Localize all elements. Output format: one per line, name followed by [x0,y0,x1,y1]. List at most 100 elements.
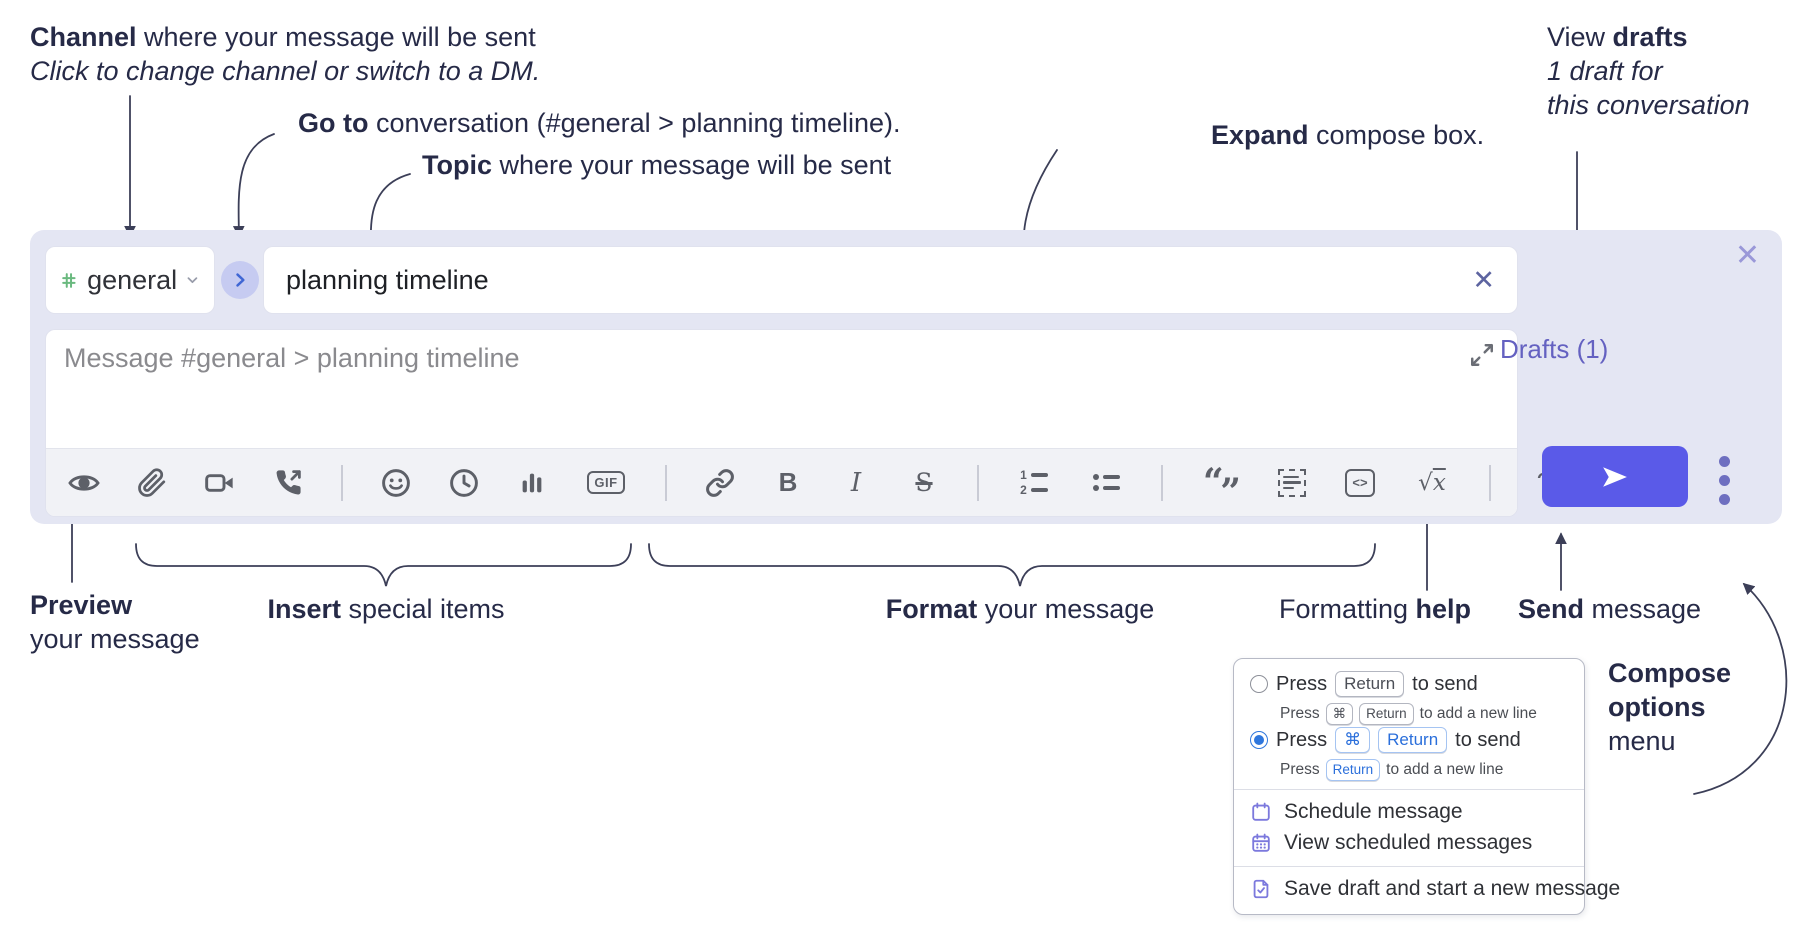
return-key: Return [1378,727,1448,753]
channel-annotation-bold: Channel [30,22,137,52]
schedule-message-item[interactable]: Schedule message [1250,800,1463,824]
goto-conversation-button[interactable] [221,261,259,299]
formatting-help-annotation-pre: Formatting [1279,594,1416,624]
gif-icon[interactable]: GIF [584,467,628,499]
radio-unselected-icon[interactable] [1250,675,1268,693]
format-brace [648,543,1376,587]
math-icon[interactable]: √x [1412,467,1452,499]
compose-options-line3: menu [1608,726,1676,756]
spoiler-icon[interactable] [1276,467,1308,499]
numbered-list-icon[interactable]: 1 2 [1016,467,1052,499]
voice-call-icon[interactable] [272,467,304,499]
option1-subtext: Press ⌘ Return to add a new line [1280,703,1537,725]
chevron-down-icon [187,277,198,284]
toolbar-divider [1489,464,1491,501]
message-textarea[interactable]: Message #general > planning timeline [46,330,1551,516]
quote-close-glyph: ” [1220,470,1241,513]
expand-compose-icon[interactable] [1469,342,1495,373]
video-call-icon[interactable] [204,467,236,499]
close-compose-icon[interactable]: ✕ [1734,239,1760,272]
poll-icon[interactable] [516,467,548,499]
view-scheduled-messages-item[interactable]: View scheduled messages [1250,831,1532,855]
send-annotation-bold: Send [1518,594,1585,624]
send-shortcut-option-cmd-enter[interactable]: Press ⌘ Return to send [1250,727,1521,753]
format-annotation-rest: your message [977,594,1155,624]
preview-annotation: Preview your message [30,588,200,656]
drafts-annotation-line3: this conversation [1547,90,1750,120]
code-icon[interactable]: <> [1344,467,1376,499]
attach-file-icon[interactable] [136,467,168,499]
message-placeholder: Message #general > planning timeline [64,343,520,373]
drafts-annotation-pre: View [1547,22,1613,52]
compose-options-line2: options [1608,692,1706,722]
radio-selected-icon[interactable] [1250,731,1268,749]
send-plane-icon [1603,466,1627,487]
channel-annotation-subtitle: Click to change channel or switch to a D… [30,56,541,86]
italic-icon[interactable]: I [850,467,862,498]
topic-value: planning timeline [286,264,489,295]
preview-annotation-line2: your message [30,624,200,654]
emoji-icon[interactable] [380,467,412,499]
option1-suffix: to send [1412,672,1478,695]
compose-options-line1: Compose [1608,658,1732,688]
format-annotation: Format your message [886,592,1155,626]
strikethrough-icon[interactable]: S [915,468,933,497]
cmd-key: ⌘ [1325,703,1354,725]
send-annotation-rest: message [1584,594,1702,624]
format-annotation-bold: Format [885,594,978,624]
goto-annotation-rest: conversation (#general > planning timeli… [368,108,901,138]
topic-input[interactable]: planning timeline ✕ [264,247,1517,313]
math-x-glyph: x [1432,469,1446,496]
compose-toolbar: GIF B I S 1 2 [46,448,1551,516]
compose-box: general planning timeline ✕ Message #gen… [30,230,1782,524]
save-draft-item[interactable]: Save draft and start a new message [1250,877,1620,901]
view-scheduled-messages-label: View scheduled messages [1284,831,1533,854]
quote-open-glyph: “ [1203,460,1224,503]
send-button[interactable] [1542,446,1688,507]
time-icon[interactable] [448,467,480,499]
goto-annotation-bold: Go to [298,108,369,138]
bulleted-list-icon[interactable] [1088,467,1124,499]
channel-name: general [87,264,178,295]
calendar-icon [1252,802,1270,821]
chevron-right-icon [236,273,245,287]
insert-annotation-rest: special items [340,594,505,624]
popup-divider [1234,789,1584,790]
math-root-glyph: √ [1418,469,1433,496]
clear-topic-icon[interactable]: ✕ [1472,264,1495,295]
insert-annotation-bold: Insert [267,594,341,624]
send-shortcut-option-enter[interactable]: Press Return to send [1250,671,1478,697]
option1-press: Press [1276,672,1328,695]
gif-label: GIF [587,471,625,494]
draft-note-icon [1253,879,1269,899]
option2-subtext: Press Return to add a new line [1280,759,1503,781]
expand-annotation: Expand compose box. [1211,118,1484,152]
topic-annotation: Topic where your message will be sent [422,148,891,182]
quote-icon[interactable]: “” [1200,460,1241,510]
channel-selector[interactable]: general [46,247,214,313]
toolbar-divider [1161,464,1163,501]
expand-annotation-rest: compose box. [1308,120,1485,150]
popup-divider [1234,866,1584,867]
compose-options-menu-button[interactable] [1715,452,1734,509]
option2-press: Press [1276,728,1328,751]
topic-annotation-bold: Topic [422,150,492,180]
drafts-link[interactable]: Drafts (1) [1500,334,1609,364]
send-annotation: Send message [1518,592,1701,626]
drafts-annotation-bold: drafts [1612,22,1688,52]
goto-arrow [232,133,275,238]
insert-brace [135,543,632,587]
channel-annotation: Channel where your message will be sent [30,20,536,54]
preview-icon[interactable] [68,467,100,499]
compose-options-popup: Press Return to send Press ⌘ Return to a… [1233,658,1620,915]
topic-annotation-rest: where your message will be sent [492,150,892,180]
formatting-help-annotation-bold: help [1415,594,1472,624]
bold-icon[interactable]: B [778,467,798,497]
save-draft-label: Save draft and start a new message [1284,877,1621,900]
return-key: Return [1359,703,1414,725]
return-key: Return [1325,759,1381,781]
insert-annotation: Insert special items [267,592,504,626]
link-icon[interactable] [704,467,736,499]
code-glyph: <> [1345,468,1375,497]
calendar-grid-icon [1252,833,1270,852]
